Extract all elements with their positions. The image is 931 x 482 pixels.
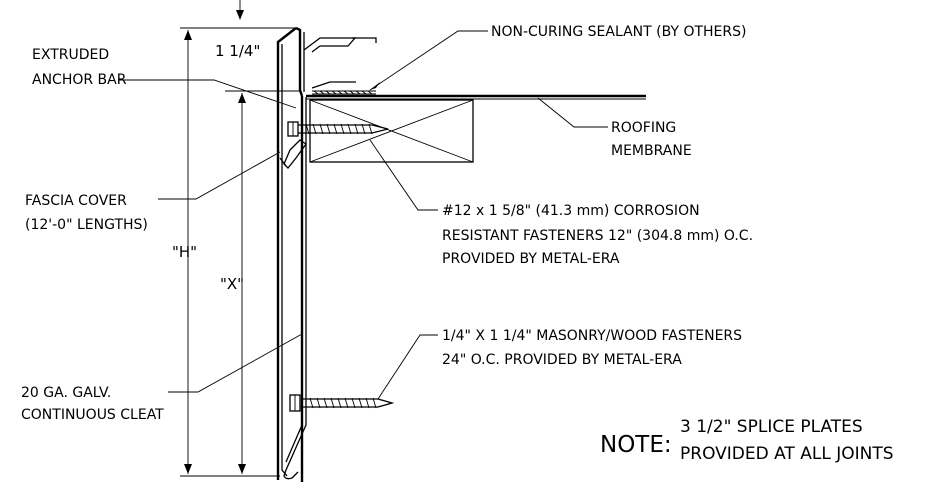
leader-lines <box>118 30 608 400</box>
label-masonry-2: 24" O.C. PROVIDED BY METAL-ERA <box>442 352 682 368</box>
continuous-cleat <box>283 97 307 480</box>
wood-nailer <box>309 99 474 163</box>
label-roofing-2: MEMBRANE <box>611 143 692 159</box>
dimension-top-label: 1 1/4" <box>215 42 260 60</box>
fascia-cover <box>276 27 297 480</box>
dimension-h <box>180 30 280 477</box>
label-anchor-bar-1: EXTRUDED <box>32 47 109 63</box>
anchor-bar <box>279 139 307 169</box>
label-fastener-12-3: PROVIDED BY METAL-ERA <box>442 251 620 267</box>
label-fascia-2: (12'-0" LENGTHS) <box>25 217 148 233</box>
dimension-top <box>180 0 300 92</box>
label-roofing-1: ROOFING <box>611 120 676 136</box>
label-anchor-bar-2: ANCHOR BAR <box>32 72 127 88</box>
label-fascia-1: FASCIA COVER <box>25 193 127 209</box>
note-line-1: 3 1/2" SPLICE PLATES <box>680 417 863 437</box>
roofing-membrane <box>306 94 646 100</box>
coping-top <box>295 26 377 97</box>
label-masonry-1: 1/4" X 1 1/4" MASONRY/WOOD FASTENERS <box>442 328 742 344</box>
label-cleat-2: CONTINUOUS CLEAT <box>21 407 164 423</box>
dimension-x <box>238 93 246 474</box>
dimension-x-label: "X" <box>220 275 244 293</box>
dimension-h-label: "H" <box>172 243 197 261</box>
upper-fastener <box>287 121 389 137</box>
label-fastener-12-2: RESISTANT FASTENERS 12" (304.8 mm) O.C. <box>442 228 753 244</box>
note-prefix: NOTE: <box>600 432 672 458</box>
note-line-2: PROVIDED AT ALL JOINTS <box>680 444 894 464</box>
sealant-bead <box>312 90 376 95</box>
label-sealant: NON-CURING SEALANT (BY OTHERS) <box>491 24 746 40</box>
lower-fastener <box>289 394 395 412</box>
label-cleat-1: 20 GA. GALV. <box>21 385 111 401</box>
label-fastener-12-1: #12 x 1 5/8" (41.3 mm) CORROSION <box>442 203 700 219</box>
